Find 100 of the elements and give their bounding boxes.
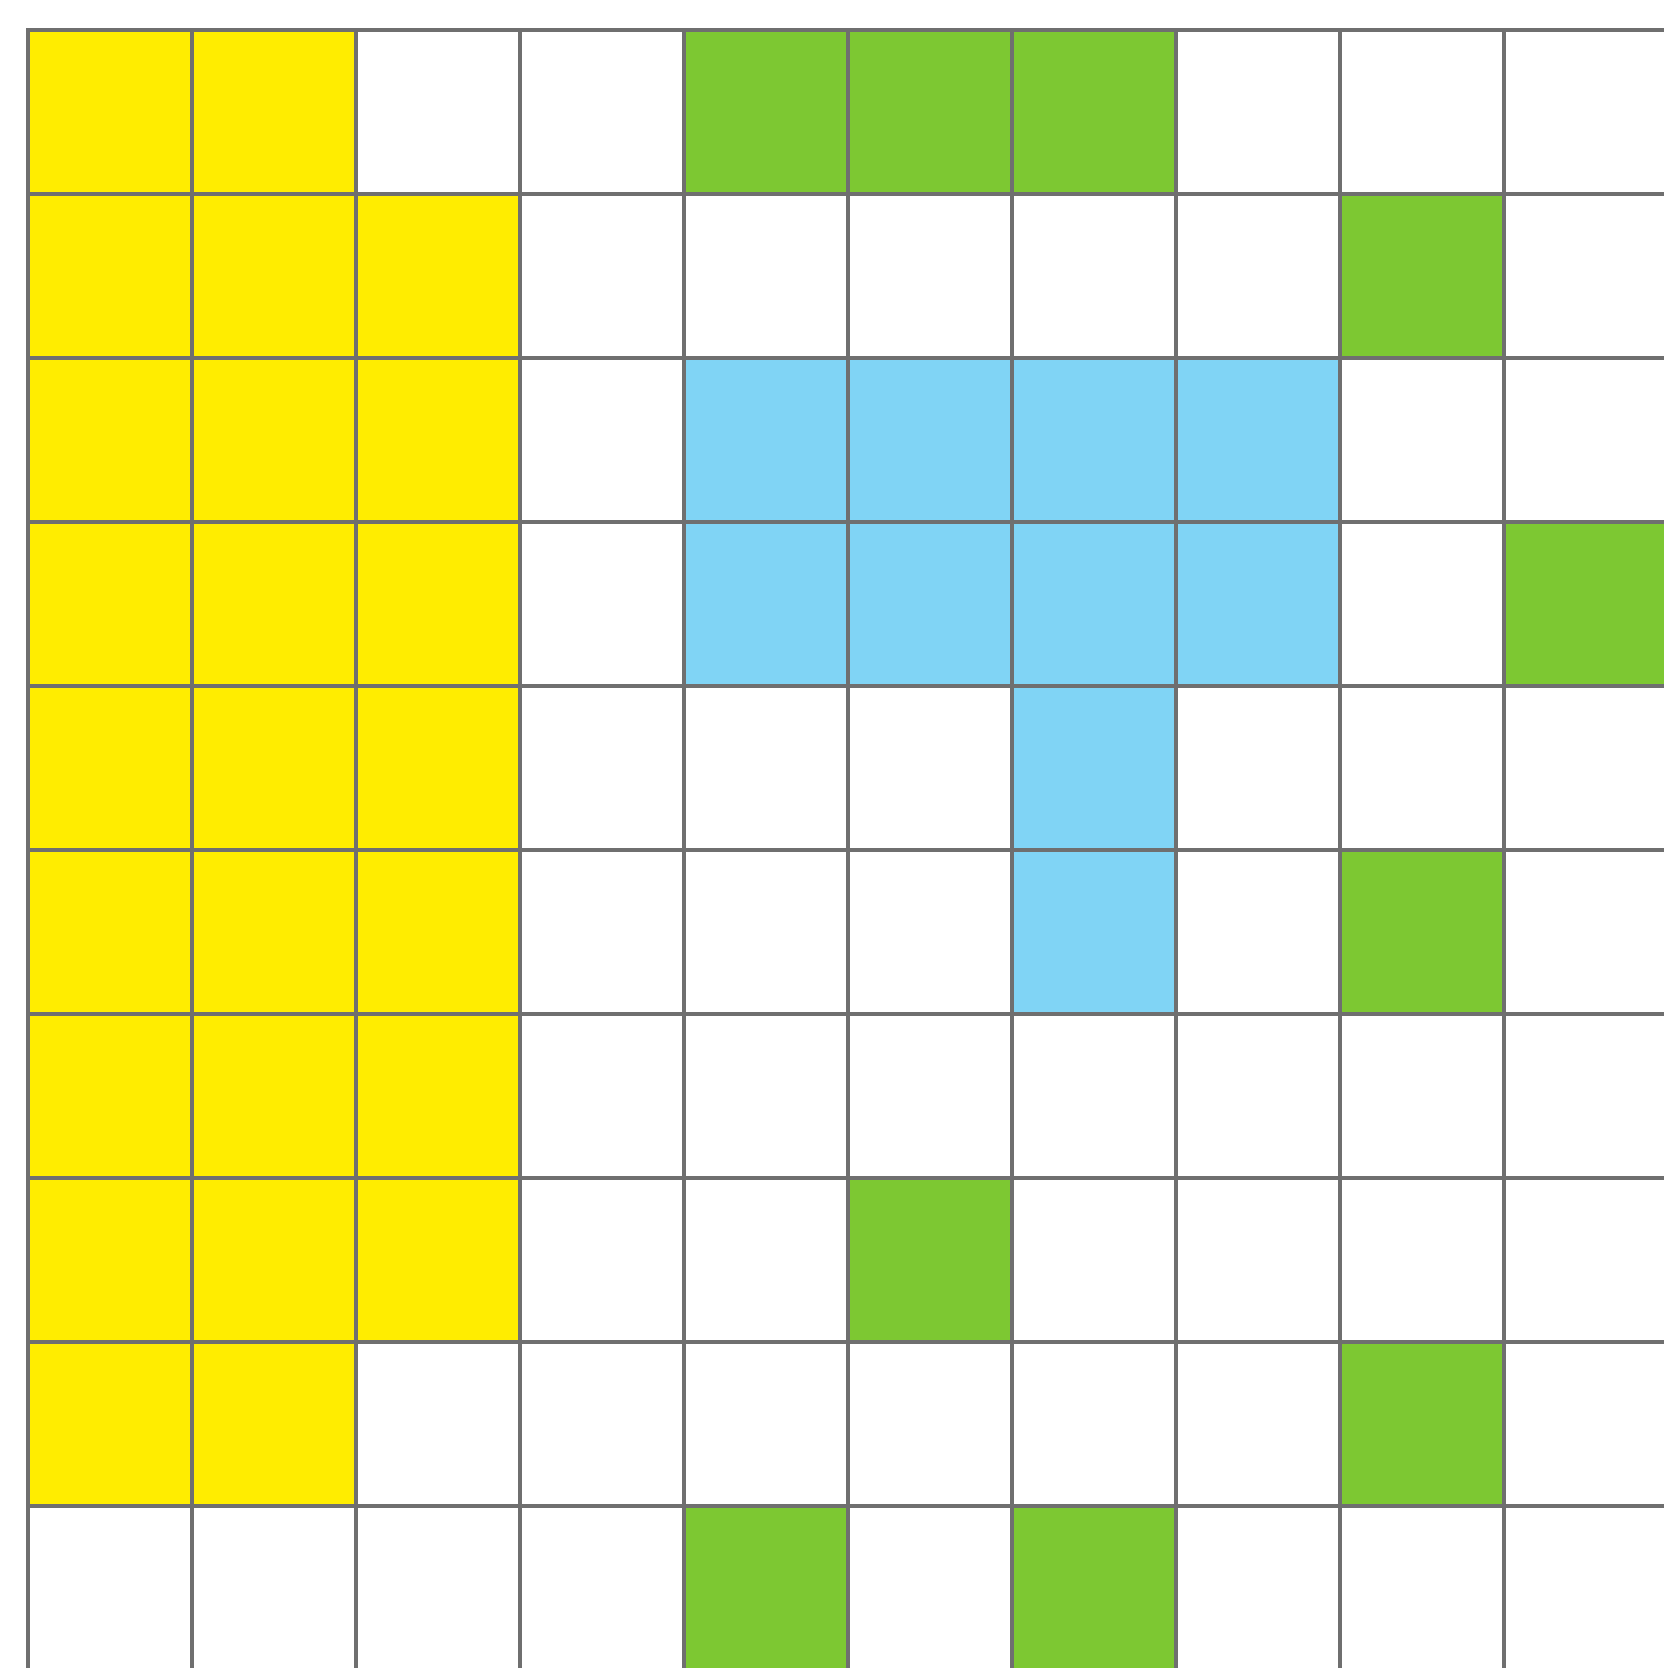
grid-square bbox=[190, 684, 359, 853]
grid-square bbox=[1010, 520, 1179, 689]
grid-square bbox=[846, 192, 1015, 361]
grid-square bbox=[1010, 192, 1179, 361]
grid-square bbox=[1174, 520, 1343, 689]
grid-square bbox=[26, 1012, 195, 1181]
grid-square bbox=[354, 1340, 523, 1509]
grid-square bbox=[682, 1340, 851, 1509]
grid-square bbox=[1338, 28, 1507, 197]
grid-square bbox=[190, 192, 359, 361]
grid-square bbox=[682, 1176, 851, 1345]
grid-square bbox=[354, 28, 523, 197]
grid-square bbox=[1338, 356, 1507, 525]
grid-square bbox=[682, 192, 851, 361]
grid-square bbox=[1174, 848, 1343, 1017]
grid-square bbox=[1502, 192, 1664, 361]
grid-square bbox=[26, 684, 195, 853]
grid-square bbox=[846, 1012, 1015, 1181]
grid-square bbox=[190, 1176, 359, 1345]
grid-square bbox=[26, 848, 195, 1017]
grid-square bbox=[846, 848, 1015, 1017]
grid-square bbox=[190, 848, 359, 1017]
grid-square bbox=[354, 520, 523, 689]
grid-square bbox=[846, 1176, 1015, 1345]
grid-square bbox=[682, 1504, 851, 1668]
grid-square bbox=[354, 1176, 523, 1345]
grid-square bbox=[518, 1504, 687, 1668]
grid-square bbox=[682, 1012, 851, 1181]
grid-square bbox=[518, 520, 687, 689]
grid-square bbox=[1174, 684, 1343, 853]
grid-square bbox=[682, 520, 851, 689]
grid-square bbox=[1338, 192, 1507, 361]
grid-square bbox=[682, 28, 851, 197]
grid-square bbox=[846, 520, 1015, 689]
grid-square bbox=[518, 684, 687, 853]
grid-square bbox=[190, 1504, 359, 1668]
grid-square bbox=[1502, 1340, 1664, 1509]
grid-square bbox=[518, 28, 687, 197]
grid-square bbox=[682, 848, 851, 1017]
grid-square bbox=[518, 1012, 687, 1181]
grid-square bbox=[1502, 684, 1664, 853]
grid-square bbox=[26, 520, 195, 689]
grid-square bbox=[1338, 684, 1507, 853]
grid-square bbox=[190, 356, 359, 525]
grid-square bbox=[26, 1504, 195, 1668]
grid-square bbox=[1174, 1504, 1343, 1668]
grid-square bbox=[26, 1340, 195, 1509]
grid-square bbox=[518, 356, 687, 525]
grid-square bbox=[354, 1504, 523, 1668]
grid-square bbox=[846, 684, 1015, 853]
grid-square bbox=[1502, 28, 1664, 197]
grid-square bbox=[1338, 1012, 1507, 1181]
grid-square bbox=[1010, 356, 1179, 525]
grid-square bbox=[1502, 848, 1664, 1017]
grid-square bbox=[1502, 356, 1664, 525]
grid-square bbox=[354, 192, 523, 361]
grid-square bbox=[1338, 848, 1507, 1017]
grid-square bbox=[1502, 1012, 1664, 1181]
grid-square bbox=[518, 1176, 687, 1345]
grid-square bbox=[518, 1340, 687, 1509]
grid-square bbox=[1174, 1176, 1343, 1345]
grid-square bbox=[26, 1176, 195, 1345]
grid-square bbox=[26, 356, 195, 525]
grid-square bbox=[1174, 1340, 1343, 1509]
grid-square bbox=[682, 684, 851, 853]
grid-square bbox=[1010, 1012, 1179, 1181]
grid-square bbox=[1010, 684, 1179, 853]
grid-square bbox=[1010, 28, 1179, 197]
grid-square bbox=[1010, 1176, 1179, 1345]
grid-square bbox=[190, 1340, 359, 1509]
grid-square bbox=[1502, 1176, 1664, 1345]
grid-square bbox=[846, 1340, 1015, 1509]
grid-square bbox=[354, 848, 523, 1017]
grid-square bbox=[354, 684, 523, 853]
grid-square bbox=[1010, 848, 1179, 1017]
grid-square bbox=[354, 1012, 523, 1181]
grid-square bbox=[1174, 28, 1343, 197]
grid-square bbox=[190, 1012, 359, 1181]
grid-square bbox=[1174, 1012, 1343, 1181]
grid-square bbox=[846, 1504, 1015, 1668]
grid-square bbox=[518, 192, 687, 361]
grid-square bbox=[190, 520, 359, 689]
grid-square bbox=[1502, 1504, 1664, 1668]
grid-square bbox=[190, 28, 359, 197]
grid-square bbox=[1338, 520, 1507, 689]
grid-square bbox=[1010, 1340, 1179, 1509]
grid-square bbox=[354, 356, 523, 525]
grid-square bbox=[518, 848, 687, 1017]
grid-square bbox=[846, 356, 1015, 525]
grid-square bbox=[26, 192, 195, 361]
grid-square bbox=[26, 28, 195, 197]
grid-square bbox=[846, 28, 1015, 197]
grid-square bbox=[1338, 1176, 1507, 1345]
grid-square bbox=[1338, 1504, 1507, 1668]
grid-square bbox=[1174, 192, 1343, 361]
grid-square bbox=[1502, 520, 1664, 689]
grid-square bbox=[1338, 1340, 1507, 1509]
grid-square bbox=[1174, 356, 1343, 525]
grid-square bbox=[682, 356, 851, 525]
grid-square bbox=[1010, 1504, 1179, 1668]
